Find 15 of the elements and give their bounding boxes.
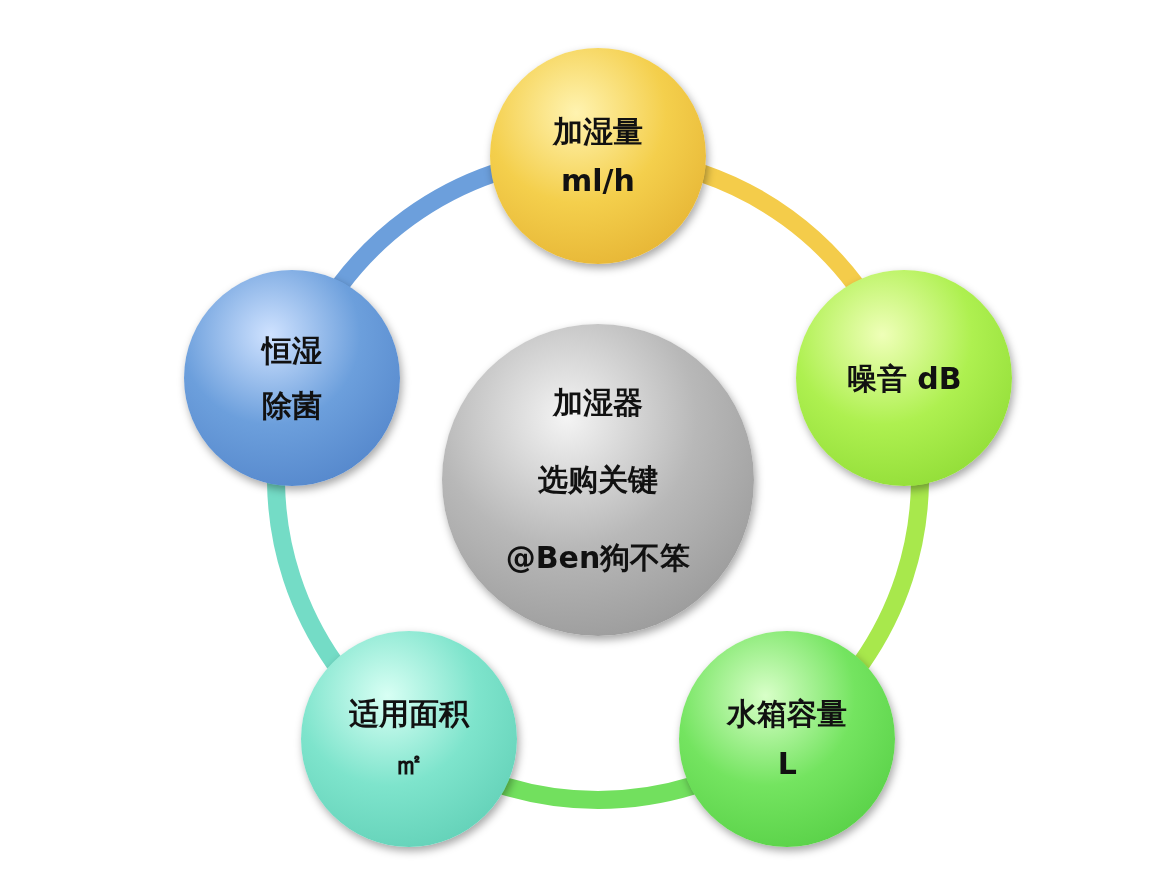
circle-label: 加湿器 (553, 383, 643, 422)
circle-label: ㎡ (393, 744, 424, 782)
circle-label: 除菌 (261, 387, 322, 425)
circle-label: 恒湿 (261, 332, 322, 370)
circle-label: 选购关键 (538, 461, 658, 499)
circle-label: 加湿量 (553, 112, 643, 150)
circle-label: ml/h (561, 162, 635, 200)
ring-arc (267, 482, 343, 669)
circle-label: 适用面积 (348, 695, 469, 733)
circle-label: 水箱容量 (727, 695, 848, 733)
circle-label: 噪音 dB (846, 359, 962, 398)
circle-label: L (777, 744, 797, 782)
ring-arc (500, 776, 696, 809)
ring-arc (853, 482, 929, 669)
circle-label: @Ben狗不笨 (505, 538, 691, 577)
